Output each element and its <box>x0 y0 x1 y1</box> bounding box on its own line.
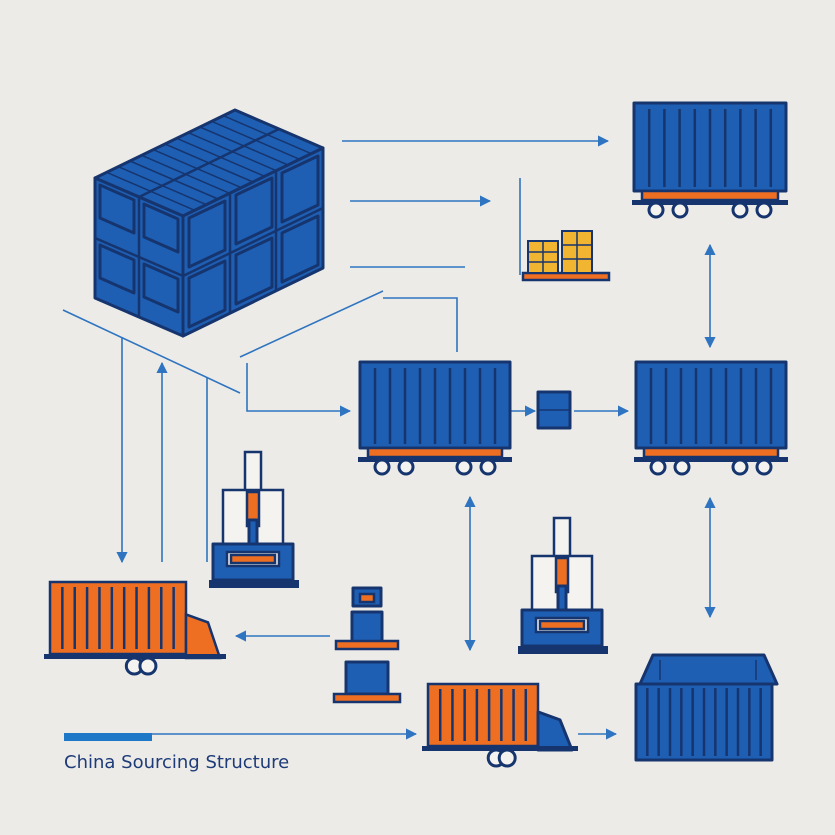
barrel-stack-icon <box>332 586 402 704</box>
flow-line <box>239 290 384 358</box>
delivery-truck-icon <box>44 580 226 676</box>
forklift-icon <box>518 516 608 654</box>
stack-side-panels <box>182 154 324 329</box>
warehouse-icon <box>634 653 779 762</box>
forklift-icon <box>209 450 299 588</box>
flow-line <box>62 309 241 394</box>
caption-underline <box>64 733 152 741</box>
diagram-caption: China Sourcing Structure <box>64 752 290 773</box>
stacked-containers-icon <box>93 108 325 338</box>
freight-railcar-icon <box>632 101 788 219</box>
stack-top-ribs <box>106 114 312 212</box>
freight-railcar-icon <box>358 360 512 476</box>
delivery-truck-icon <box>422 682 578 768</box>
freight-railcar-icon <box>634 360 788 476</box>
pallet-boxes-icon <box>521 230 611 282</box>
flow-connectors <box>62 135 716 740</box>
box-icon <box>536 390 572 430</box>
stack-front-panels <box>94 183 184 317</box>
pallet-base <box>521 271 611 282</box>
flow-arrow <box>246 363 352 417</box>
flow-line <box>383 297 458 352</box>
